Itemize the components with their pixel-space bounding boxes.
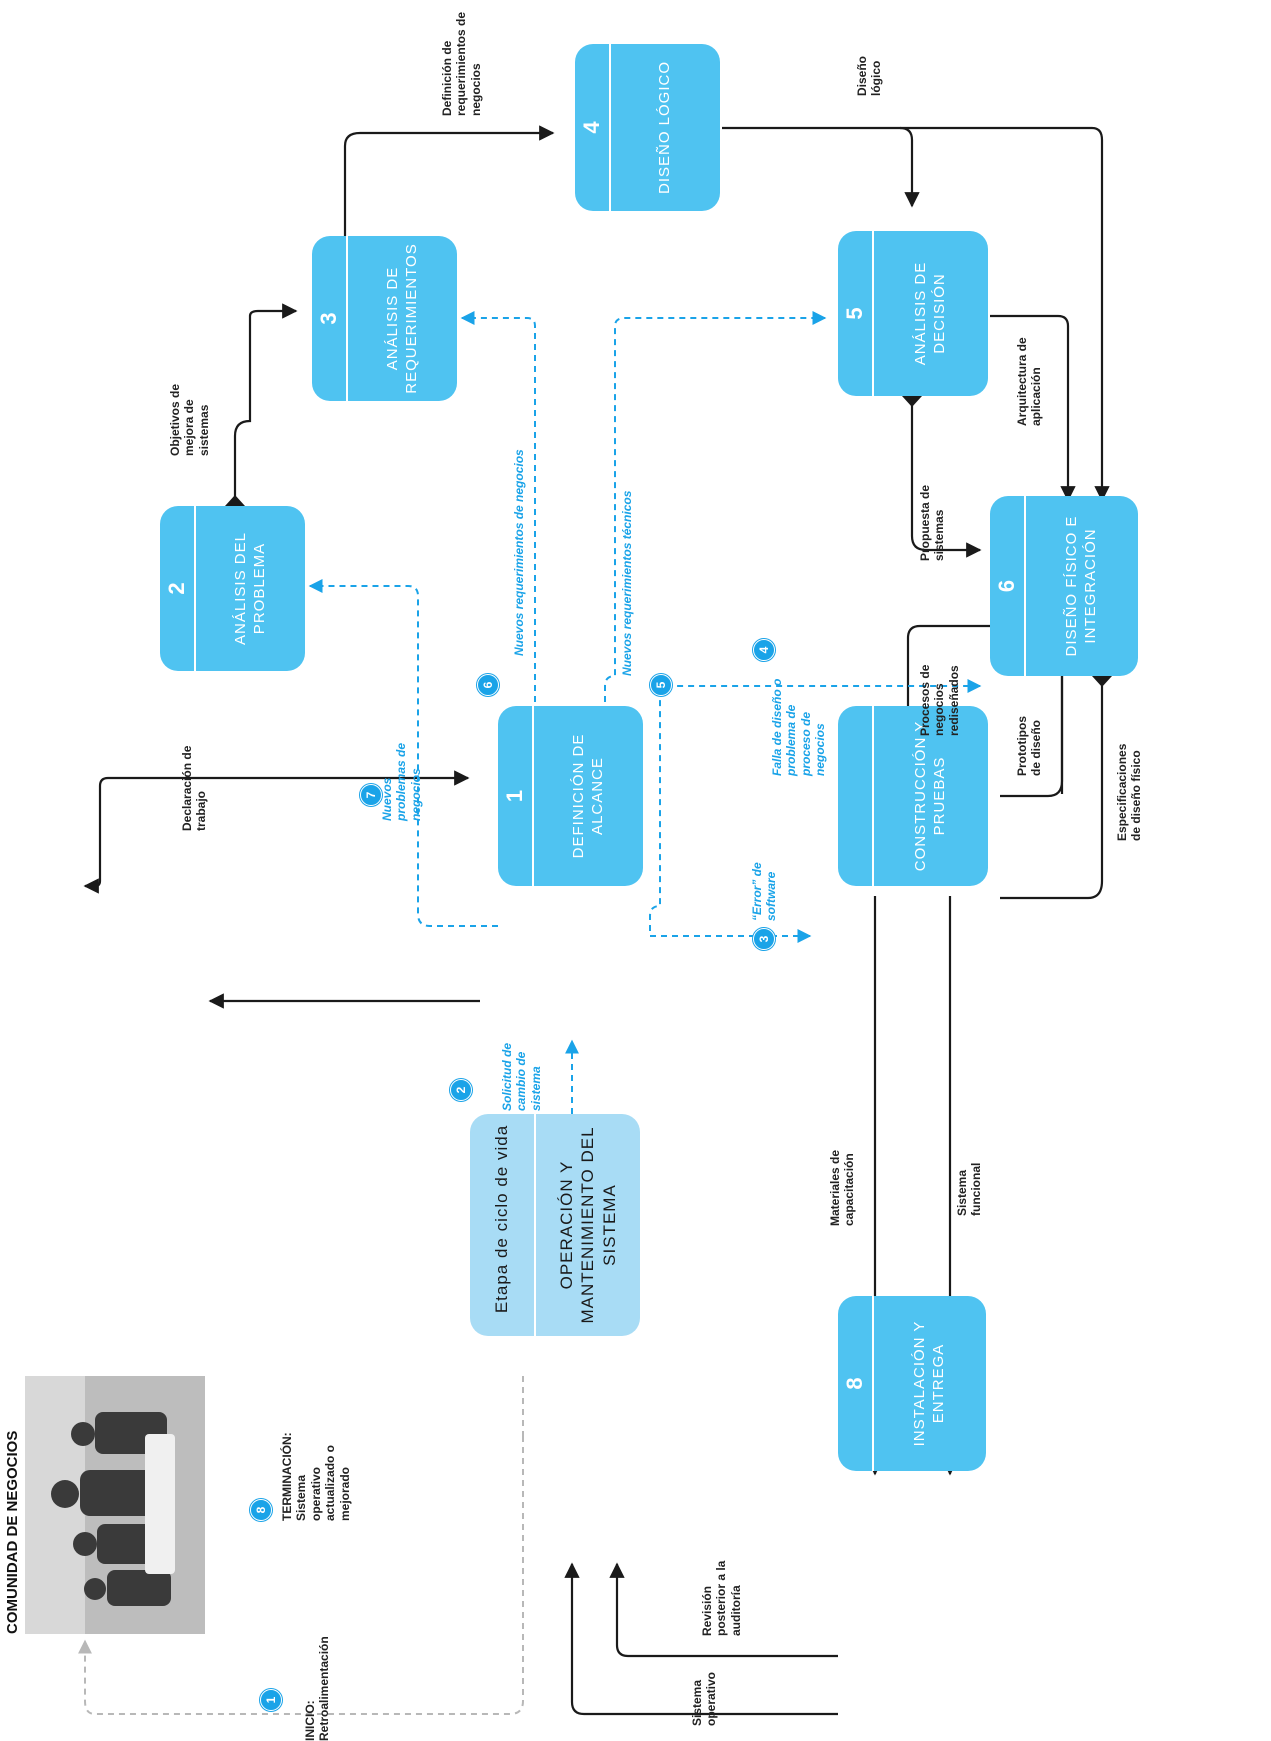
- edge-propuesta: [910, 396, 982, 558]
- edge-sistema-operativo: [564, 1562, 838, 1716]
- event-1-badge: 1: [260, 1689, 282, 1711]
- event-4-label: Falla de diseño o problema de proceso de…: [770, 678, 828, 776]
- label-materiales: Materiales de capacitación: [828, 1149, 857, 1226]
- event-2-badge: 2: [450, 1079, 472, 1101]
- lifecycle-title: OPERACIÓN Y MANTENIMIENTO DEL SISTEMA: [557, 1126, 619, 1324]
- event-5-label: Nuevos requerimientos técnicos: [620, 490, 634, 676]
- phase-2-title: ANÁLISIS DEL PROBLEMA: [231, 532, 268, 645]
- event-8-badge: 8: [250, 1499, 272, 1521]
- label-inicio: INICIO: Retroalimentación: [303, 1636, 332, 1741]
- edge-event-7: [308, 579, 498, 927]
- phase-6-number: 6: [990, 496, 1026, 676]
- edge-diseno-logico: [722, 126, 920, 208]
- phase-4-box[interactable]: 4 DISEÑO LÓGICO: [575, 44, 720, 211]
- event-3-badge: 3: [753, 928, 775, 950]
- phase-4-title: DISEÑO LÓGICO: [656, 60, 674, 195]
- edge-diseno-logico-6: [900, 126, 1110, 502]
- edge-prototipos-path: [1000, 674, 1064, 798]
- edge-revision-final: [609, 1562, 838, 1658]
- edge-revision-path: [825, 1526, 838, 1656]
- event-7-badge: 7: [360, 784, 382, 806]
- label-definicion-req: Definición de requerimientos de negocios: [440, 11, 483, 116]
- label-revision: Revisión posterior a la auditoría: [700, 1560, 743, 1636]
- photo-people-graphic: [25, 1376, 205, 1634]
- phase-3-number: 3: [312, 236, 348, 401]
- photo-caption: COMUNIDAD DE NEGOCIOS: [4, 1430, 21, 1634]
- edge-procesos: [900, 624, 990, 762]
- phase-1-title: DEFINICIÓN DE ALCANCE: [569, 733, 606, 859]
- phase-6-box[interactable]: 6 DISEÑO FÍSICO E INTEGRACIÓN: [990, 496, 1138, 676]
- event-6-label: Nuevos requerimientos de negocios: [512, 449, 526, 656]
- event-6-badge: 6: [477, 674, 499, 696]
- label-diseno-logico: Diseño lógico: [855, 55, 884, 96]
- event-5-badge: 5: [650, 674, 672, 696]
- phase-4-number: 4: [575, 44, 611, 211]
- phase-6-title: DISEÑO FÍSICO E INTEGRACIÓN: [1063, 515, 1099, 657]
- edge-objetivos: [233, 303, 298, 506]
- edge-revision: [500, 1496, 838, 1624]
- business-community-photo: [25, 1376, 205, 1634]
- event-3-label: “Error” de software: [750, 862, 779, 921]
- phase-5-box[interactable]: 5 ANÁLISIS DE DECISIÓN: [838, 231, 988, 396]
- label-propuesta: Propuesta de sistemas: [918, 484, 947, 561]
- phase-8-box[interactable]: 8 INSTALACIÓN Y ENTREGA: [838, 1296, 986, 1471]
- phase-5-title: ANÁLISIS DE DECISIÓN: [912, 261, 948, 366]
- phase-2-box[interactable]: 2 ANÁLISIS DEL PROBLEMA: [160, 506, 305, 671]
- phase-7-number: [838, 706, 874, 886]
- phase-3-title: ANÁLISIS DE REQUERIMIENTOS: [383, 243, 420, 394]
- label-sistema-funcional: Sistema funcional: [955, 1162, 984, 1216]
- event-7-label: Nuevos problemas de negocios: [380, 742, 423, 821]
- label-procesos: Procesos de negocios rediseñados: [918, 664, 961, 736]
- label-especificaciones: Especificaciones de diseño físico: [1115, 743, 1144, 841]
- event-2-label: Solicitud de cambio de sistema: [500, 1042, 543, 1111]
- phase-1-number: 1: [498, 706, 534, 886]
- event-4-badge: 4: [753, 639, 775, 661]
- edge-especificaciones: [1000, 686, 1104, 900]
- lifecycle-box[interactable]: Etapa de ciclo de vida OPERACIÓN Y MANTE…: [470, 1114, 640, 1336]
- label-arquitectura: Arquitectura de aplicación: [1015, 337, 1044, 426]
- phase-8-number: 8: [838, 1296, 874, 1471]
- phase-1-box[interactable]: 1 DEFINICIÓN DE ALCANCE: [498, 706, 643, 886]
- edge-event-6: [460, 311, 536, 856]
- phase-7-box[interactable]: CONSTRUCCIÓN Y PRUEBAS: [838, 706, 988, 886]
- phase-8-title: INSTALACIÓN Y ENTREGA: [911, 1320, 947, 1447]
- label-objetivos: Objetivos de mejora de sistemas: [168, 383, 211, 456]
- edge-declaracion: [83, 770, 470, 894]
- lifecycle-stage-label: Etapa de ciclo de vida: [470, 1114, 536, 1336]
- label-declaracion: Declaración de trabajo: [180, 745, 209, 831]
- label-prototipos: Prototipos de diseño: [1015, 716, 1044, 776]
- edge-definicion-req: [343, 125, 555, 236]
- phase-2-number: 2: [160, 506, 196, 671]
- label-sistema-operativo: Sistema operativo: [690, 1671, 719, 1726]
- edge-arquitectura: [990, 314, 1076, 502]
- label-terminacion: TERMINACIÓN: Sistema operativo actualiza…: [280, 1432, 352, 1521]
- phase-5-number: 5: [838, 231, 874, 396]
- phase-3-box[interactable]: 3 ANÁLISIS DE REQUERIMIENTOS: [312, 236, 457, 401]
